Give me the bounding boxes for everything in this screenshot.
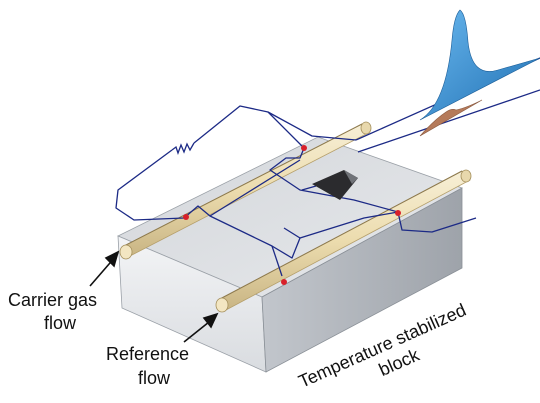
reference-label: Reference (106, 344, 189, 364)
junction-dot (281, 279, 287, 285)
sample-peak (419, 9, 540, 121)
junction-dot (395, 210, 401, 216)
arrow-icon (183, 312, 219, 343)
reference-tube (215, 169, 472, 313)
carrier-gas-label: Carrier gas (8, 290, 97, 310)
temperature-block (117, 136, 463, 373)
thermocouple-junctions (183, 145, 401, 285)
output-line (357, 89, 540, 153)
arrow-icon (89, 250, 120, 287)
block-side-face (261, 187, 463, 373)
circuit-wires (115, 105, 477, 277)
reference-flow-label: flow (138, 368, 171, 388)
junction-dot (183, 214, 189, 220)
signal-output (355, 9, 540, 153)
carrier-tube (119, 121, 372, 260)
reference-peak (419, 99, 483, 137)
carrier-flow-label: flow (44, 313, 77, 333)
junction-dot (301, 145, 307, 151)
detector-meter-icon (312, 170, 358, 200)
resistor-icon (171, 142, 195, 155)
